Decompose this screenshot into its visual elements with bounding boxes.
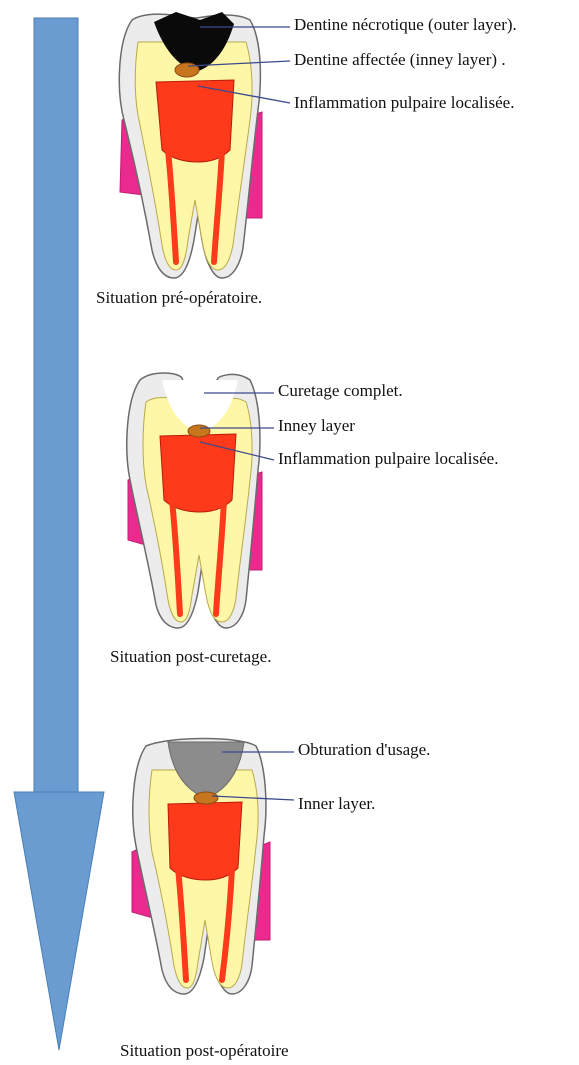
label-affected-dentin: Dentine affectée (inney layer) .: [294, 51, 506, 68]
caption-post-operative: Situation post-opératoire: [120, 1042, 289, 1059]
label-pulp-inflammation-1: Inflammation pulpaire localisée.: [294, 94, 514, 111]
caption-post-curettage: Situation post-curetage.: [110, 648, 271, 665]
arrow-shaft: [34, 18, 78, 794]
label-necrotic-dentin: Dentine nécrotique (outer layer).: [294, 16, 517, 33]
inner-layer: [194, 792, 218, 804]
label-pulp-inflammation-2: Inflammation pulpaire localisée.: [278, 450, 498, 467]
tooth-pre-operative: [119, 12, 290, 278]
caption-pre-operative: Situation pré-opératoire.: [96, 289, 262, 306]
tooth-post-curettage: [127, 373, 274, 628]
label-inner-layer-1: Inney layer: [278, 417, 355, 434]
label-inner-layer-2: Inner layer.: [298, 795, 375, 812]
label-complete-curettage: Curetage complet.: [278, 382, 403, 399]
arrow-head: [14, 792, 104, 1050]
inner-layer: [188, 425, 210, 437]
progression-arrow: [14, 18, 104, 1050]
label-filling: Obturation d'usage.: [298, 741, 430, 758]
tooth-post-operative: [132, 739, 294, 995]
